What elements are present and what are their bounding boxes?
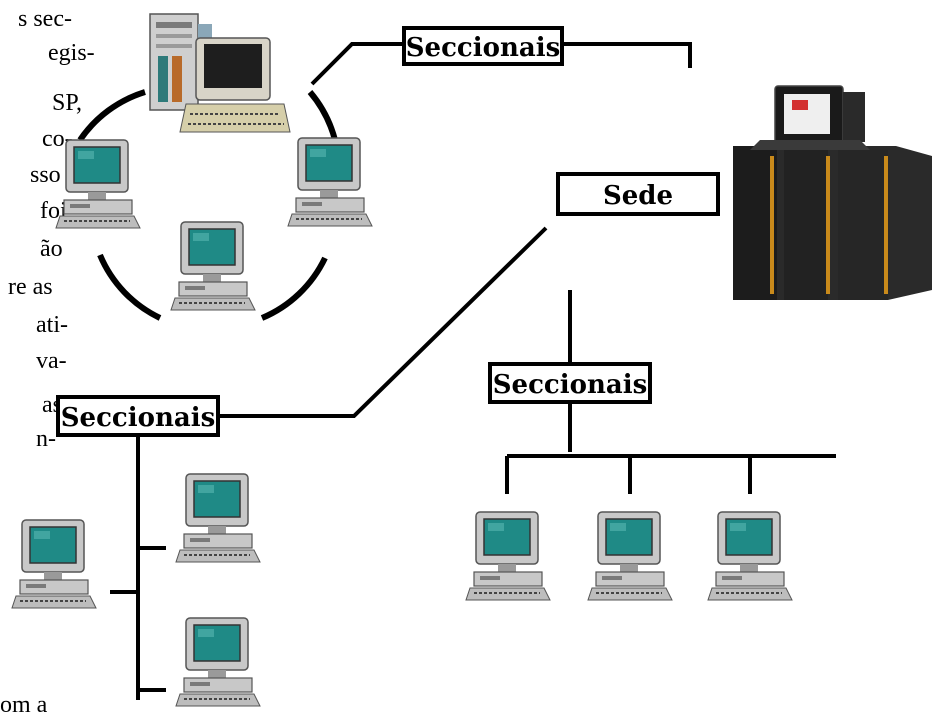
- text-fragment: ati-: [36, 312, 68, 338]
- ring-arc-top-left: [77, 89, 146, 142]
- ring-arc-bottom-left: [97, 253, 162, 321]
- text-fragment: re as: [8, 274, 53, 300]
- node-label: Seccionais: [406, 33, 560, 63]
- node-seccionais-left: Seccionais: [56, 395, 220, 437]
- server-icon: [149, 13, 291, 133]
- sede-to-left-link: [220, 226, 548, 418]
- node-label: Sede: [603, 181, 673, 211]
- workstation-icon: [175, 617, 261, 707]
- node-seccionais-right: Seccionais: [488, 362, 652, 404]
- node-seccionais-top: Seccionais: [402, 26, 564, 66]
- mainframe-icon: [733, 85, 932, 300]
- text-fragment: egis-: [48, 40, 95, 66]
- text-fragment: s sec-: [18, 6, 72, 32]
- workstation-icon: [287, 137, 373, 227]
- text-fragment: SP,: [52, 90, 82, 116]
- workstation-icon: [587, 511, 673, 601]
- text-fragment: sso: [30, 162, 61, 188]
- workstation-icon: [11, 519, 97, 609]
- workstation-icon: [707, 511, 793, 601]
- text-fragment: n-: [36, 426, 56, 452]
- node-label: Seccionais: [61, 403, 215, 433]
- body-text-fragments: s sec- egis- SP, co- sso foi ão re as at…: [0, 6, 95, 716]
- right-bus-network: [505, 290, 836, 494]
- text-fragment: om a: [0, 692, 48, 716]
- node-sede: Sede: [556, 172, 720, 216]
- workstation-icon: [170, 221, 256, 311]
- ring-uplink: [310, 42, 692, 86]
- workstation-icon: [175, 473, 261, 563]
- workstation-icon: [55, 139, 141, 229]
- left-bus-network: [110, 435, 166, 700]
- node-label: Seccionais: [493, 370, 647, 400]
- ring-network: [77, 89, 338, 321]
- ring-arc-bottom-right: [260, 256, 328, 321]
- ring-arc-top-right: [307, 90, 338, 141]
- text-fragment: va-: [36, 348, 67, 374]
- workstation-icon: [465, 511, 551, 601]
- text-fragment: ão: [40, 236, 63, 262]
